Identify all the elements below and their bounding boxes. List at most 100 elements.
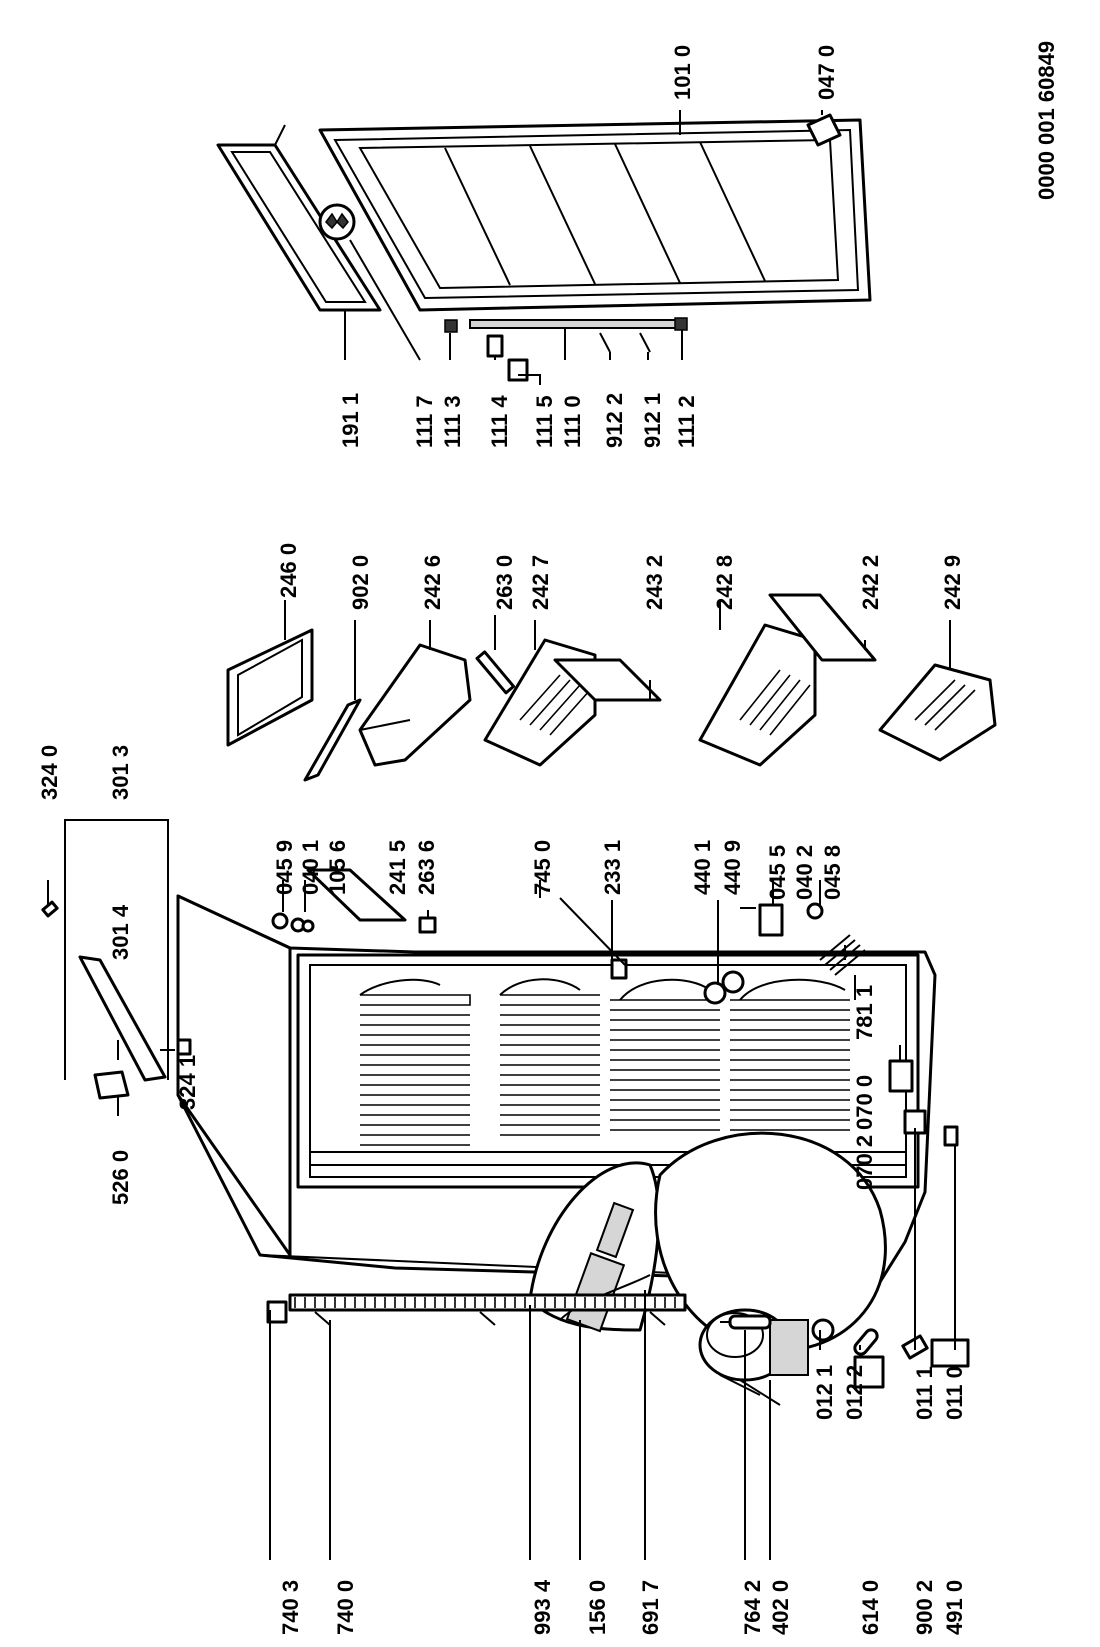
label-740-0: 740 0 xyxy=(333,1580,358,1635)
part-012-2 xyxy=(853,1328,879,1356)
part-324-1 xyxy=(176,1038,192,1056)
label-902-0: 902 0 xyxy=(348,555,373,610)
condenser-grid xyxy=(288,1293,687,1326)
label-242-7: 242 7 xyxy=(528,555,553,610)
label-402-0: 402 0 xyxy=(768,1580,793,1635)
cap-111-3 xyxy=(444,319,458,333)
screw-045-9 xyxy=(271,912,289,930)
label-614-0: 614 0 xyxy=(858,1580,883,1635)
part-263-6 xyxy=(418,916,437,934)
label-045-9: 045 9 xyxy=(272,840,297,895)
label-912-2: 912 2 xyxy=(602,393,627,448)
foot-011-0 xyxy=(943,1125,959,1147)
part-070-2 xyxy=(888,1059,914,1093)
top-cover-301-4 xyxy=(78,955,167,1082)
label-111-2: 111 2 xyxy=(674,395,699,448)
label-263-6: 263 6 xyxy=(414,840,439,895)
label-324-0: 324 0 xyxy=(37,745,62,800)
label-243-2: 243 2 xyxy=(642,555,667,610)
label-040-2: 040 2 xyxy=(792,845,817,900)
part-740-3 xyxy=(266,1300,288,1324)
label-745-0: 745 0 xyxy=(530,840,555,895)
screw-912-2 xyxy=(599,332,611,353)
label-764-2: 764 2 xyxy=(740,1580,765,1635)
bush-105-6 xyxy=(301,919,315,933)
flap-242-2 xyxy=(768,593,877,662)
label-012-2: 012 2 xyxy=(842,1365,867,1420)
label-045-5: 045 5 xyxy=(765,845,790,900)
drawer-242-8 xyxy=(698,623,817,767)
compressor-bay xyxy=(654,1131,887,1406)
screw-045-8 xyxy=(806,902,824,920)
part-526-0 xyxy=(93,1070,130,1100)
label-491-0: 491 0 xyxy=(942,1580,967,1635)
handle-111-0 xyxy=(469,319,681,329)
flap-243-2 xyxy=(553,658,662,702)
top-cover-parts xyxy=(41,819,192,1100)
label-242-8: 242 8 xyxy=(712,555,737,610)
label-070-2: 070 2 xyxy=(852,1135,877,1190)
label-233-1: 233 1 xyxy=(600,840,625,895)
leader-lines xyxy=(47,110,956,1560)
label-301-3: 301 3 xyxy=(108,745,133,800)
part-labels: 740 3 740 0 993 4 156 0 691 7 764 2 402 … xyxy=(37,41,1059,1635)
label-691-7: 691 7 xyxy=(638,1580,663,1635)
label-111-4: 111 4 xyxy=(487,395,512,448)
label-242-6: 242 6 xyxy=(420,555,445,610)
drawers-shelves xyxy=(226,593,997,922)
label-241-5: 241 5 xyxy=(385,840,410,895)
shelf-246-0 xyxy=(226,628,314,747)
evaporator-coils xyxy=(359,978,850,1146)
label-105-6: 105 6 xyxy=(325,840,350,895)
label-301-4: 301 4 xyxy=(108,904,133,960)
drier-filter xyxy=(728,1314,772,1330)
strip-902-0 xyxy=(303,698,362,782)
label-111-3: 111 3 xyxy=(440,395,465,448)
label-246-0: 246 0 xyxy=(276,543,301,598)
part-047-0 xyxy=(806,113,842,147)
label-045-8: 045 8 xyxy=(820,845,845,900)
part-324-0 xyxy=(41,900,59,918)
part-491-0 xyxy=(930,1338,970,1368)
part-111-5 xyxy=(507,358,529,382)
hinge-040-2 xyxy=(758,903,784,937)
label-101-0: 101 0 xyxy=(670,45,695,100)
label-111-7: 111 7 xyxy=(412,395,437,448)
cabinet-drawing xyxy=(176,894,959,1406)
label-440-1: 440 1 xyxy=(690,840,715,895)
label-012-1: 012 1 xyxy=(812,1365,837,1420)
label-900-2: 900 2 xyxy=(912,1580,937,1635)
label-111-5: 111 5 xyxy=(532,395,557,448)
part-614-0 xyxy=(853,1355,885,1389)
label-440-9: 440 9 xyxy=(720,840,745,895)
label-740-3: 740 3 xyxy=(278,1580,303,1635)
label-242-2: 242 2 xyxy=(858,555,883,610)
label-070-0: 070 0 xyxy=(852,1075,877,1130)
bin-242-6 xyxy=(358,643,472,767)
label-047-0: 047 0 xyxy=(814,45,839,100)
compressor-grommet xyxy=(811,1318,835,1342)
flap-241-5 xyxy=(306,868,407,922)
part-781-1 xyxy=(819,934,866,976)
label-011-0: 011 0 xyxy=(942,1366,967,1420)
seal-440-1 xyxy=(703,981,727,1005)
label-526-0: 526 0 xyxy=(108,1150,133,1205)
gasket-191-1 xyxy=(216,143,382,312)
seal-440-9 xyxy=(721,970,745,994)
label-111-0: 111 0 xyxy=(560,395,585,448)
door-drawing xyxy=(216,113,872,382)
label-040-1: 040 1 xyxy=(298,840,323,895)
label-191-1: 191 1 xyxy=(338,393,363,448)
document-number: 0000 001 60849 xyxy=(1034,41,1059,200)
part-263-0 xyxy=(475,650,516,695)
cap-111-2 xyxy=(674,317,688,331)
label-011-1: 011 1 xyxy=(912,1366,937,1420)
label-156-0: 156 0 xyxy=(585,1580,610,1635)
label-993-4: 993 4 xyxy=(530,1579,555,1635)
part-111-4 xyxy=(486,334,504,358)
screw-912-1 xyxy=(639,332,651,353)
control-panel-assembly xyxy=(528,1161,661,1333)
label-781-1: 781 1 xyxy=(852,985,877,1040)
